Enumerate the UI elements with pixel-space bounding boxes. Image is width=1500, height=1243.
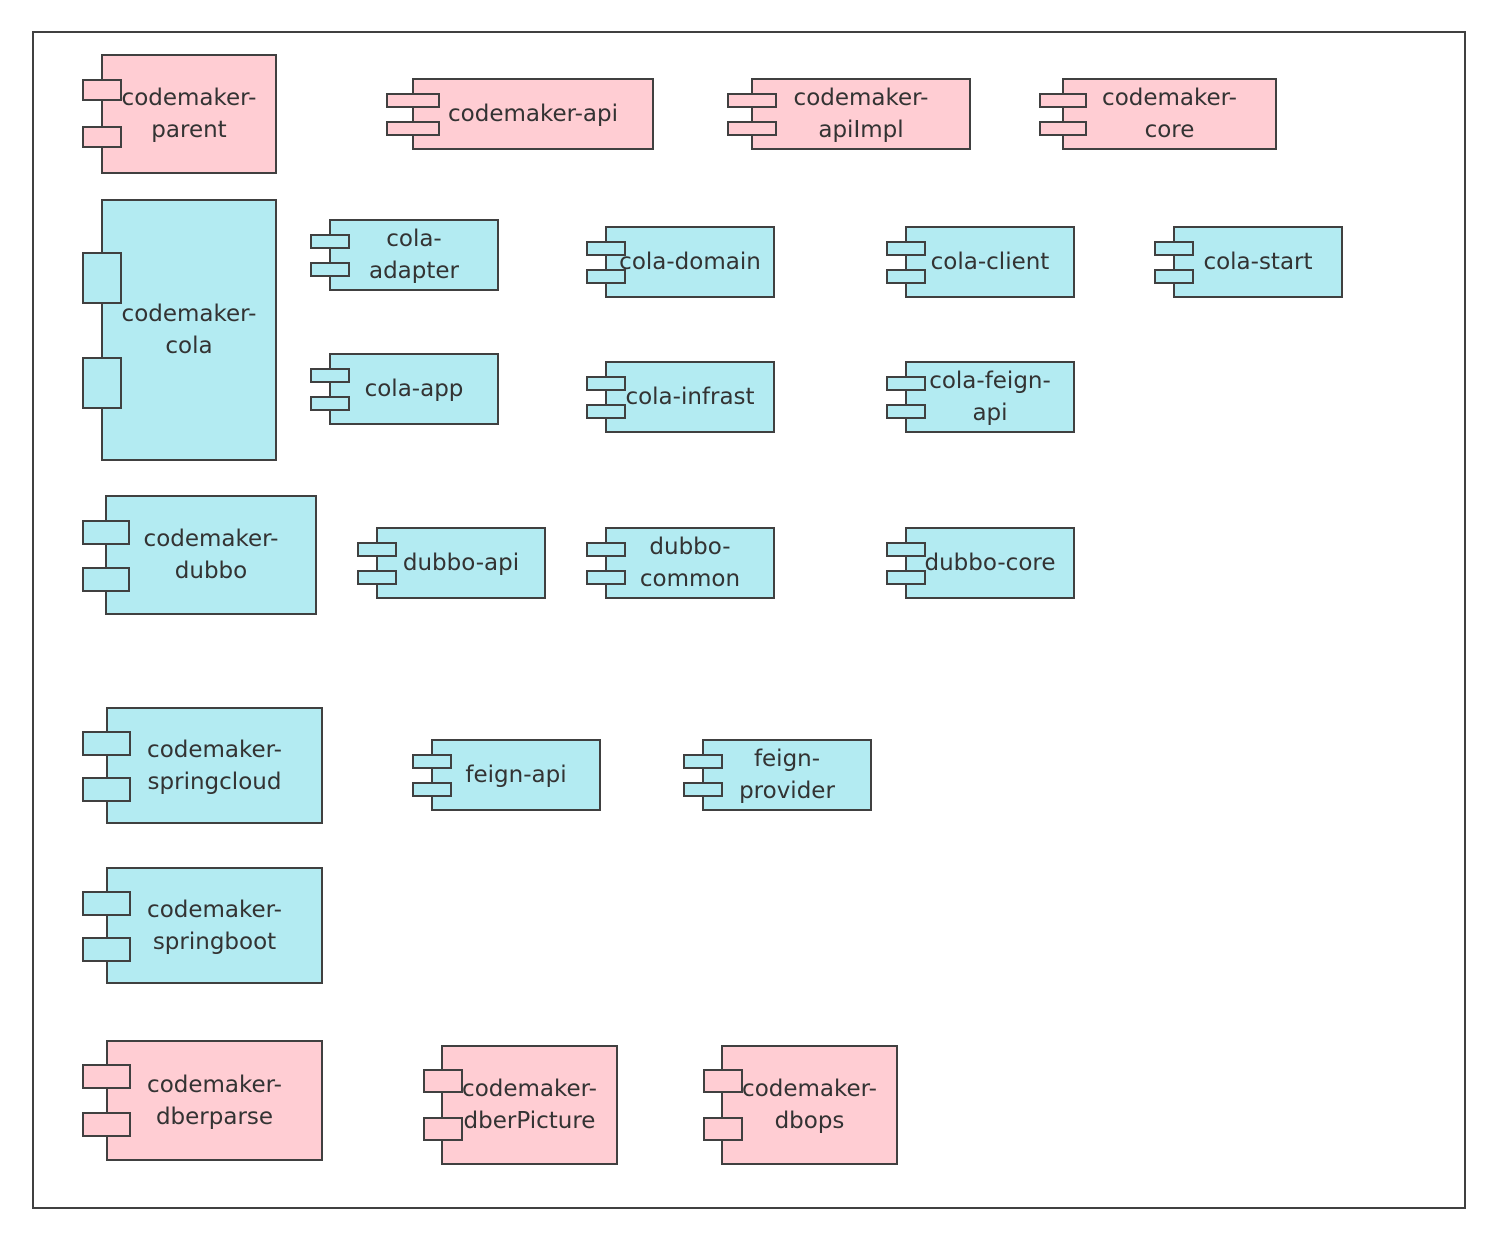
component-label: cola-infrast	[625, 384, 755, 410]
component-label: cola-domain	[619, 249, 761, 275]
component-port-icon	[357, 542, 397, 557]
component-box: codemaker- dubbo	[105, 495, 317, 615]
component-port-icon	[82, 79, 122, 101]
component-box: codemaker- dberPicture	[441, 1045, 618, 1165]
component-box: cola-app	[329, 353, 499, 425]
component-port-icon	[82, 1064, 131, 1089]
component-box: feign-api	[431, 739, 601, 811]
component-port-icon	[82, 126, 122, 148]
component-port-icon	[727, 93, 777, 108]
component-box: codemaker- core	[1062, 78, 1277, 150]
component-port-icon	[703, 1117, 743, 1141]
component-port-icon	[586, 376, 626, 391]
component-box: dubbo-core	[905, 527, 1075, 599]
component-port-icon	[586, 570, 626, 585]
component-label: codemaker- core	[1102, 85, 1237, 143]
component-label: dubbo-api	[402, 550, 520, 576]
component-port-icon	[586, 241, 626, 256]
component-label: dubbo- common	[639, 534, 741, 592]
component-box: feign- provider	[702, 739, 872, 811]
component-box: cola- adapter	[329, 219, 499, 291]
component-label: cola- adapter	[368, 226, 459, 284]
component-label: codemaker- dberparse	[147, 1071, 282, 1130]
component-port-icon	[82, 520, 130, 545]
component-port-icon	[703, 1069, 743, 1093]
component-label: cola-feign- api	[929, 368, 1051, 426]
component-port-icon	[1154, 241, 1194, 256]
component-port-icon	[82, 252, 122, 304]
component-label: codemaker- dubbo	[143, 526, 279, 584]
component-box: codemaker- dberparse	[106, 1040, 323, 1161]
component-port-icon	[586, 542, 626, 557]
component-port-icon	[82, 1112, 131, 1137]
component-label: codemaker- dberPicture	[462, 1076, 597, 1134]
component-port-icon	[1039, 93, 1087, 108]
component-port-icon	[386, 121, 440, 136]
component-port-icon	[1154, 269, 1194, 284]
component-port-icon	[886, 404, 926, 419]
component-port-icon	[683, 754, 723, 769]
component-port-icon	[310, 262, 350, 277]
component-port-icon	[423, 1069, 463, 1093]
component-port-icon	[82, 567, 130, 592]
component-box: codemaker- parent	[101, 54, 277, 174]
component-box: codemaker-api	[412, 78, 654, 150]
component-label: feign-api	[465, 762, 567, 788]
component-port-icon	[586, 404, 626, 419]
component-box: codemaker- springboot	[106, 867, 323, 984]
component-label: feign- provider	[739, 746, 835, 804]
component-label: cola-app	[364, 376, 464, 402]
component-label: codemaker- springcloud	[147, 736, 282, 795]
component-port-icon	[82, 777, 131, 802]
component-box: dubbo- common	[605, 527, 775, 599]
component-label: codemaker- dbops	[742, 1076, 877, 1134]
component-label: dubbo-core	[924, 550, 1056, 576]
component-port-icon	[82, 731, 131, 756]
component-port-icon	[310, 368, 350, 383]
component-label: codemaker-api	[448, 101, 618, 127]
component-box: codemaker- dbops	[721, 1045, 898, 1165]
component-label: cola-start	[1203, 249, 1313, 275]
component-port-icon	[886, 570, 926, 585]
component-label: cola-client	[930, 249, 1050, 275]
component-port-icon	[886, 269, 926, 284]
component-port-icon	[727, 121, 777, 136]
component-box: dubbo-api	[376, 527, 546, 599]
component-port-icon	[310, 396, 350, 411]
component-port-icon	[586, 269, 626, 284]
component-box: cola-domain	[605, 226, 775, 298]
component-label: codemaker- apiImpl	[793, 85, 929, 143]
component-port-icon	[310, 234, 350, 249]
component-box: cola-client	[905, 226, 1075, 298]
component-port-icon	[683, 782, 723, 797]
component-port-icon	[423, 1117, 463, 1141]
component-port-icon	[886, 376, 926, 391]
component-label: codemaker- parent	[121, 85, 257, 143]
component-port-icon	[82, 891, 131, 916]
component-label: codemaker- cola	[121, 301, 257, 359]
component-box: codemaker- apiImpl	[751, 78, 971, 150]
component-port-icon	[886, 241, 926, 256]
component-box: cola-infrast	[605, 361, 775, 433]
component-box: cola-start	[1173, 226, 1343, 298]
component-port-icon	[386, 93, 440, 108]
component-port-icon	[412, 782, 452, 797]
component-port-icon	[412, 754, 452, 769]
component-port-icon	[82, 357, 122, 409]
component-box: codemaker- springcloud	[106, 707, 323, 824]
component-port-icon	[357, 570, 397, 585]
component-box: codemaker- cola	[101, 199, 277, 461]
component-label: codemaker- springboot	[147, 896, 282, 955]
component-box: cola-feign- api	[905, 361, 1075, 433]
component-port-icon	[1039, 121, 1087, 136]
component-port-icon	[886, 542, 926, 557]
component-port-icon	[82, 937, 131, 962]
